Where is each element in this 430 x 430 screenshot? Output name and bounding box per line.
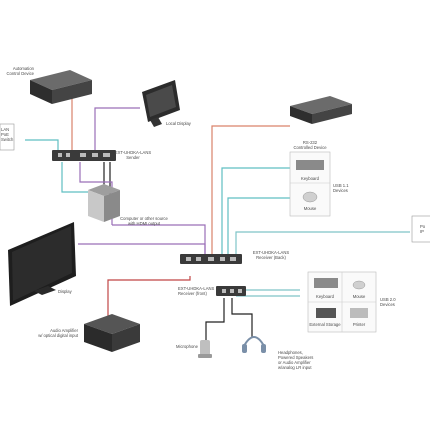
- keyboard-top-label: Keyboard: [301, 176, 319, 181]
- headphones: [242, 336, 266, 353]
- external-storage-label: External Storage: [309, 322, 341, 327]
- lan-switch-label: LAN PoE Switch: [1, 127, 14, 142]
- keyboard-bottom-label: Keyboard: [316, 294, 334, 299]
- lan-switch: [0, 123, 15, 151]
- computer-source-label: Computer or other source with HDMI outpu…: [120, 216, 168, 226]
- rs232-cable-device: [211, 125, 290, 256]
- receiver-front-unit: [216, 286, 246, 296]
- local-display: [142, 80, 180, 127]
- printer-label: Printer: [352, 322, 366, 327]
- usb20-device-panel: [307, 271, 377, 333]
- rs232-controlled-device: [290, 96, 352, 124]
- headphone-cable: [231, 298, 253, 338]
- sender-unit: [52, 150, 116, 161]
- usb-cable-mouse: [227, 197, 290, 256]
- lan-cable-ip-device: [235, 231, 410, 256]
- usb11-devices-label: USB 1.1 Devices: [333, 183, 349, 193]
- receiver-back-unit: [180, 254, 242, 264]
- mouse-icon: [352, 280, 366, 290]
- mouse-top-label: Mouse: [303, 206, 317, 211]
- audio-amplifier: [84, 314, 140, 352]
- local-display-label: Local Display: [166, 121, 191, 126]
- usb11-device-panel: [289, 151, 331, 217]
- keyboard-icon: [296, 160, 324, 170]
- usb20-devices-label: USB 2.0 Devices: [380, 297, 396, 307]
- usb-cable-keyboard: [221, 167, 290, 256]
- rs232-device-label: RS-232 Controlled Device: [293, 140, 327, 150]
- headphones-label: Headphones, Powered Speakers or Audio Am…: [278, 350, 314, 370]
- mic-cable: [205, 298, 225, 342]
- usb-cable-computer: [61, 162, 88, 193]
- microphone-label: Microphone: [176, 344, 198, 349]
- receiver-back-label: EXT-UHDKA-LANS Receiver (Back): [252, 250, 290, 260]
- mouse-icon: [302, 191, 318, 203]
- computer-tower: [88, 184, 120, 222]
- ip-device-label: Po IP: [420, 224, 426, 234]
- mouse-bottom-label: Mouse: [352, 294, 366, 299]
- receiver-front-label: EXT-UHDKA-LANS Receiver (front): [178, 286, 215, 296]
- hdmi-cable-display: [78, 243, 206, 256]
- hdmi-cable-local-display: [94, 107, 140, 152]
- automation-device-label: Automation Control Device: [6, 66, 34, 76]
- large-display: [8, 222, 76, 306]
- cables: [25, 96, 410, 342]
- lan-cable-switch: [25, 139, 59, 152]
- keyboard-icon: [314, 278, 338, 288]
- audio-amplifier-label: Audio Amplifier w/ optical digital input: [38, 328, 78, 338]
- sender-label: EXT-UHDKA-LANS Sender: [114, 150, 152, 160]
- external-storage-icon: [316, 308, 336, 318]
- audio-cable-amplifier: [107, 276, 191, 318]
- display-label: Display: [58, 289, 72, 294]
- microphone: [198, 340, 212, 358]
- printer-icon: [350, 308, 368, 318]
- automation-device: [30, 70, 92, 104]
- ip-device: [411, 215, 430, 243]
